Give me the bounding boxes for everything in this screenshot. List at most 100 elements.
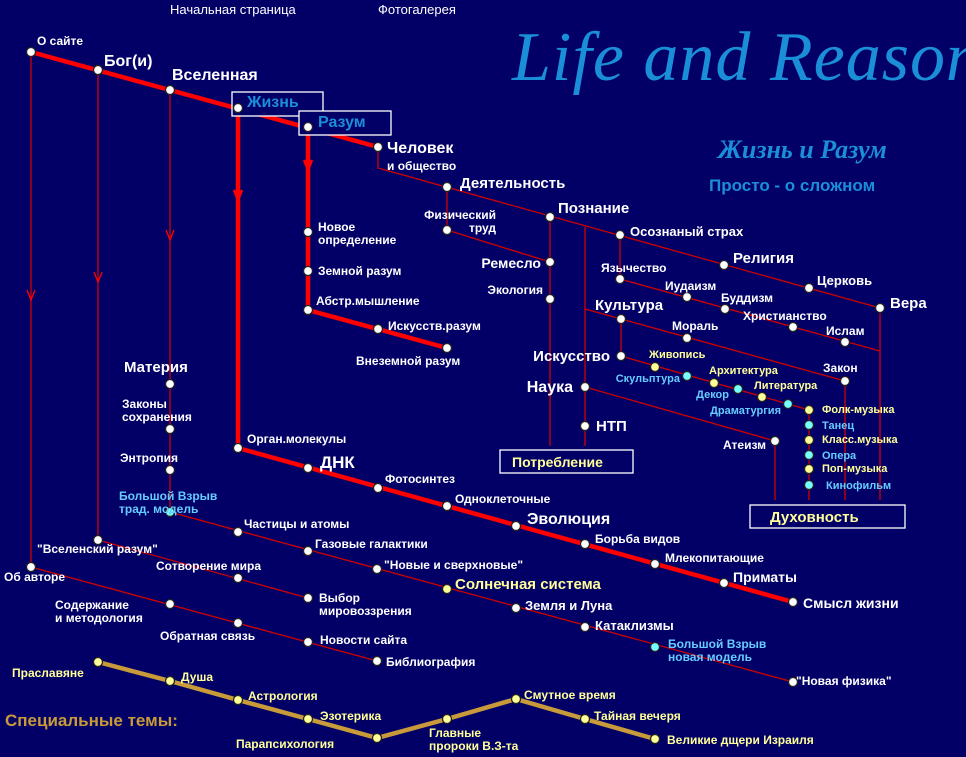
map-node[interactable]: Вера <box>874 295 928 314</box>
map-node[interactable]: Буддизм <box>719 291 774 315</box>
map-node[interactable]: Язычество <box>601 261 666 285</box>
consumption-button-label: Потребление <box>512 454 603 470</box>
map-node[interactable]: Катаклизмы <box>579 618 674 633</box>
map-node[interactable]: Эволюция <box>510 511 611 532</box>
map-node[interactable]: Экология <box>487 283 556 305</box>
node-dot-icon <box>371 655 383 667</box>
map-node[interactable]: Приматы <box>718 569 798 589</box>
map-node[interactable]: Абстр.мышление <box>302 294 420 316</box>
map-node[interactable]: Драматургия <box>710 398 794 418</box>
map-node[interactable]: Газовые галактики <box>302 537 428 557</box>
map-node[interactable]: Великие дщери Израиля <box>649 733 814 747</box>
map-node[interactable]: Бог(и) <box>92 53 153 76</box>
map-node[interactable]: Ремесло <box>481 255 556 271</box>
map-node[interactable]: Опера <box>803 449 858 462</box>
map-node[interactable]: Смутное время <box>510 688 616 705</box>
map-node[interactable]: О сайте <box>25 34 84 58</box>
map-node[interactable]: Класс.музыка <box>803 434 899 446</box>
map-node[interactable]: Кинофильм <box>803 479 892 492</box>
map-node[interactable]: Земля и Луна <box>510 598 614 614</box>
map-node[interactable]: Религия <box>718 250 794 271</box>
map-node[interactable]: Живопись <box>648 349 706 373</box>
map-node[interactable]: Орган.молекулы <box>232 432 347 454</box>
node-label-line: Мораль <box>672 319 718 333</box>
map-node[interactable]: ДНК <box>302 453 356 474</box>
consumption-button[interactable]: Потребление <box>499 449 634 474</box>
map-node[interactable]: Разум <box>302 114 366 133</box>
node-label-line: Разум <box>318 114 366 131</box>
map-node[interactable]: Парапсихология <box>236 732 383 752</box>
map-node[interactable]: Познание <box>544 200 630 223</box>
map-node[interactable]: Внеземной разум <box>356 342 460 369</box>
arrow-down-icon <box>165 229 175 242</box>
node-label: Наука <box>527 379 573 396</box>
map-node[interactable]: Иудаизм <box>665 279 716 303</box>
map-node[interactable]: "Новые и сверхновые" <box>371 558 524 575</box>
map-node[interactable]: "Вселенский разум" <box>37 534 158 557</box>
map-node[interactable]: Млекопитающие <box>649 551 765 570</box>
map-node[interactable]: Культура <box>595 297 664 325</box>
map-node[interactable]: Архитектура <box>708 365 779 389</box>
map-node[interactable]: Жизнь <box>232 94 299 114</box>
map-node[interactable]: Фотосинтез <box>372 472 456 494</box>
map-node[interactable]: Смысл жизни <box>787 595 899 611</box>
nav-home-link[interactable]: Начальная страница <box>170 2 296 17</box>
map-node[interactable]: Искусство <box>533 348 627 365</box>
map-node[interactable]: Материя <box>124 359 188 390</box>
map-node[interactable]: Осознаный страх <box>614 224 744 241</box>
map-node[interactable]: Деятельность <box>441 175 566 193</box>
map-node[interactable]: Фолк-музыка <box>803 404 896 416</box>
node-label: Фолк-музыка <box>822 404 895 416</box>
map-node[interactable]: Астрология <box>232 689 318 706</box>
map-node[interactable]: Одноклеточные <box>441 492 551 512</box>
map-node[interactable]: Душа <box>164 670 214 687</box>
map-node[interactable]: "Новая физика" <box>787 674 892 688</box>
map-node[interactable]: Христианство <box>743 309 827 333</box>
node-dot-icon <box>372 141 384 153</box>
map-node[interactable]: Искусств.разум <box>372 319 481 335</box>
map-node[interactable]: Частицы и атомы <box>232 517 350 538</box>
map-node[interactable]: Эзотерика <box>302 709 382 725</box>
node-label: Разум <box>318 114 366 131</box>
map-node[interactable]: Энтропия <box>120 451 178 476</box>
node-dot-icon <box>839 375 851 387</box>
map-node[interactable]: Праславяне <box>12 656 104 681</box>
node-dot-icon <box>441 713 453 725</box>
map-node[interactable]: Сотворение мира <box>156 559 261 584</box>
spirituality-button[interactable]: Духовность <box>749 504 906 529</box>
map-node[interactable]: Атеизм <box>723 435 781 453</box>
map-node[interactable]: Закон <box>823 361 858 387</box>
map-node[interactable]: Борьба видов <box>579 532 681 550</box>
map-node[interactable]: Танец <box>803 419 855 432</box>
nav-gallery-link[interactable]: Фотогалерея <box>378 2 456 17</box>
map-node[interactable]: Тайная вечеря <box>579 709 681 725</box>
map-node[interactable]: Солнечная система <box>441 576 602 595</box>
reason-box[interactable] <box>298 110 392 136</box>
map-node[interactable]: Литература <box>754 380 818 403</box>
map-node[interactable]: Скульптура <box>616 370 693 386</box>
map-node[interactable]: Об авторе <box>4 561 65 585</box>
map-node[interactable]: Церковь <box>803 273 873 294</box>
map-node[interactable]: Наука <box>527 379 591 396</box>
map-node[interactable]: Вселенная <box>164 67 258 96</box>
map-node[interactable]: Новости сайта <box>302 633 408 648</box>
map-node[interactable]: Декор <box>696 383 744 402</box>
map-node[interactable]: Мораль <box>672 319 718 344</box>
map-node[interactable]: Земной разум <box>302 264 402 278</box>
map-node[interactable]: Библиография <box>371 655 476 669</box>
map-node[interactable]: Обратная связь <box>160 617 255 644</box>
map-node[interactable]: Ислам <box>826 324 865 348</box>
map-node[interactable]: НТП <box>579 418 627 435</box>
map-node[interactable]: Поп-музыка <box>803 463 889 475</box>
